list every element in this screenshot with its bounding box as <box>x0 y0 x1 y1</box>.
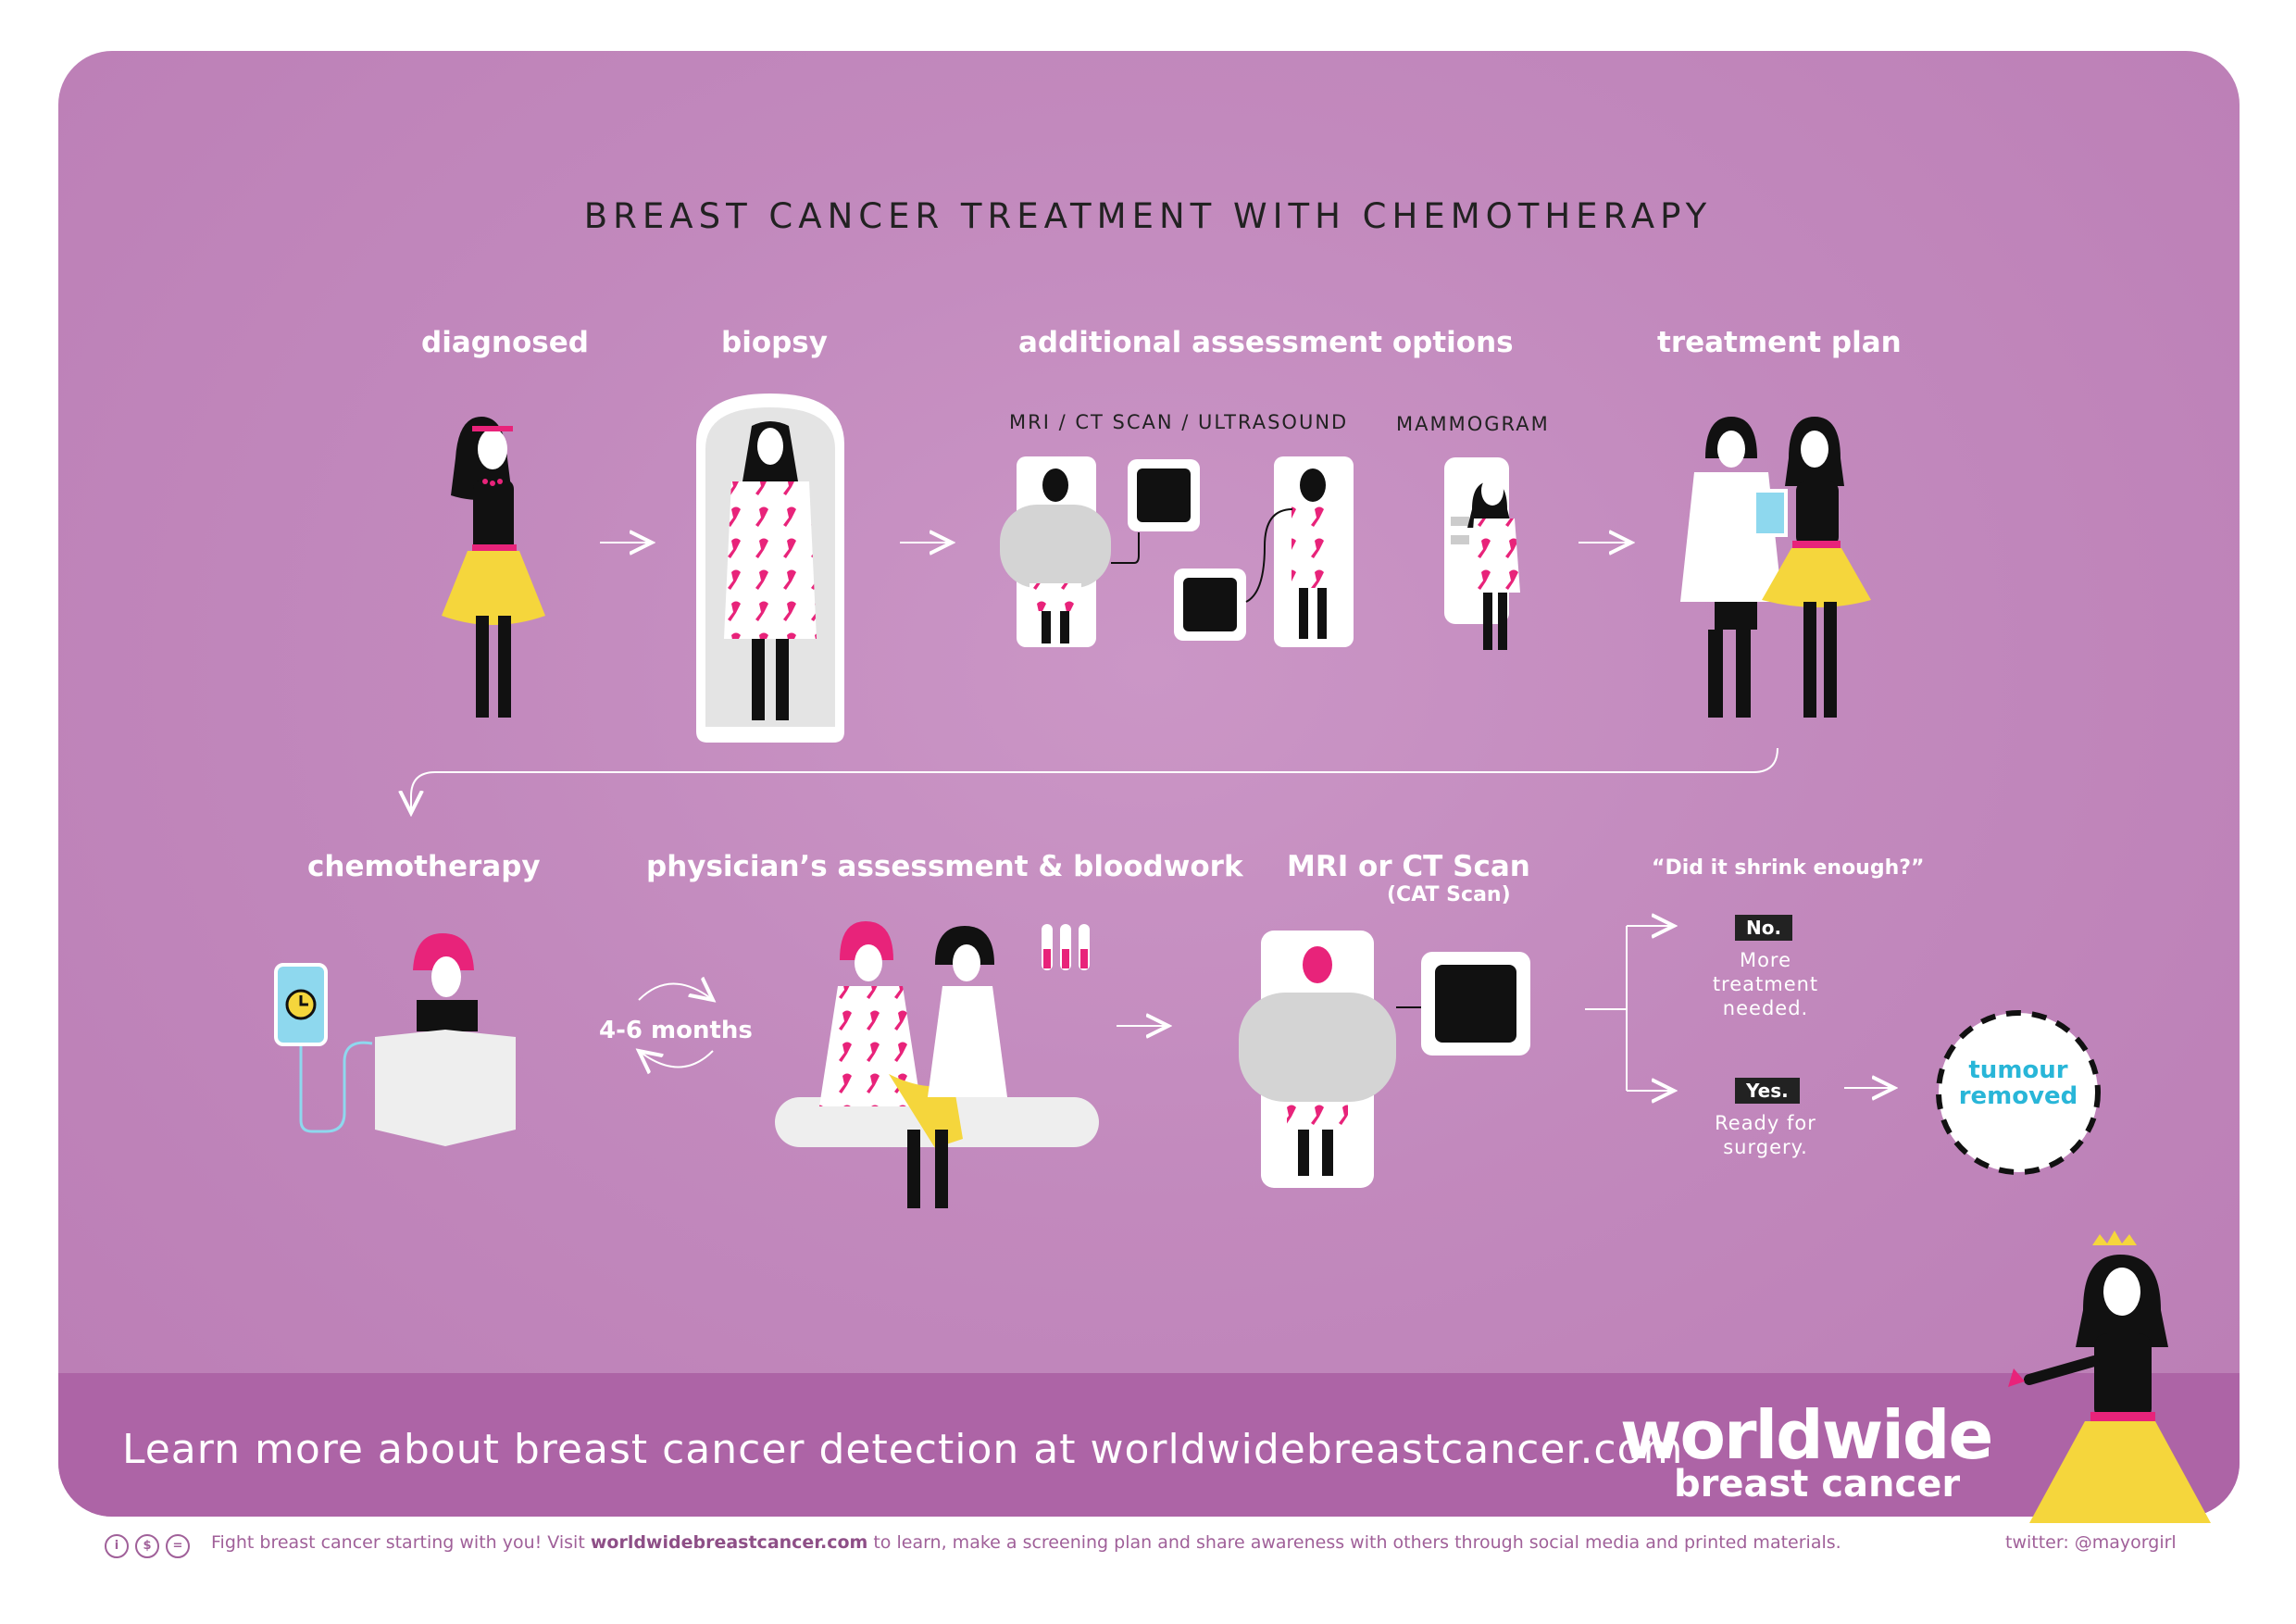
footer-band <box>58 1373 2240 1517</box>
label-treatment-plan: treatment plan <box>1657 326 1902 359</box>
ct-scanner <box>1239 931 1530 1188</box>
license-nc-icon: $ <box>135 1534 159 1558</box>
label-assessment-mri: MRI / CT SCAN / ULTRASOUND <box>1009 411 1349 433</box>
bottom-info-pre: Fight breast cancer starting with you! V… <box>211 1532 585 1553</box>
label-question: “Did it shrink enough?” <box>1652 856 1925 880</box>
bottom-info-line: Fight breast cancer starting with you! V… <box>211 1532 1841 1553</box>
physician-assessment-figures <box>775 921 1099 1208</box>
yes-text: Ready for surgery. <box>1715 1112 1816 1158</box>
footer-learn-text[interactable]: Learn more about breast cancer detection… <box>122 1426 1684 1473</box>
label-physician: physician’s assessment & bloodwork <box>646 850 1243 883</box>
connector-arrow <box>411 747 1778 813</box>
infographic-card <box>58 51 2240 1517</box>
brand-logo-line1: worldwide <box>1620 1396 1993 1474</box>
chemotherapy-figure <box>274 933 516 1146</box>
label-assessment: additional assessment options <box>1018 326 1514 359</box>
result-text: tumour removed <box>1958 1056 2078 1110</box>
tumour-removed-badge <box>1936 1010 2101 1175</box>
treatment-plan-figures <box>1680 417 1871 718</box>
decision-branch <box>1585 926 1628 1091</box>
label-duration: 4-6 months <box>599 1017 753 1044</box>
mascot-figure <box>2008 1230 2211 1523</box>
no-tag: No. <box>1735 915 1793 941</box>
label-chemotherapy: chemotherapy <box>307 850 541 883</box>
bottom-info-post: to learn, make a screening plan and shar… <box>873 1532 1841 1553</box>
yes-tag: Yes. <box>1735 1078 1800 1104</box>
label-assessment-mammogram: MAMMOGRAM <box>1396 413 1550 435</box>
bottom-info-link[interactable]: worldwidebreastcancer.com <box>590 1532 868 1553</box>
label-scan-sub: (CAT Scan) <box>1387 883 1511 906</box>
mammogram-machine <box>1444 457 1520 650</box>
twitter-handle[interactable]: twitter: @mayorgirl <box>2005 1532 2177 1553</box>
brand-logo-line2: breast cancer <box>1674 1463 1961 1505</box>
license-nd-icon: = <box>166 1534 190 1558</box>
biopsy-pod <box>696 394 844 743</box>
label-scan: MRI or CT Scan <box>1287 850 1530 883</box>
diagnosed-figure <box>442 417 545 718</box>
cycle-arrow-top <box>638 984 713 1001</box>
no-text: More treatment needed. <box>1712 949 1819 1019</box>
label-diagnosed: diagnosed <box>421 326 589 359</box>
license-cc-icon: i <box>105 1534 129 1558</box>
mri-scanner <box>1000 456 1354 647</box>
cycle-arrow-bottom <box>639 1051 714 1068</box>
label-biopsy: biopsy <box>721 326 828 359</box>
page-title: BREAST CANCER TREATMENT WITH CHEMOTHERAP… <box>583 196 1713 236</box>
